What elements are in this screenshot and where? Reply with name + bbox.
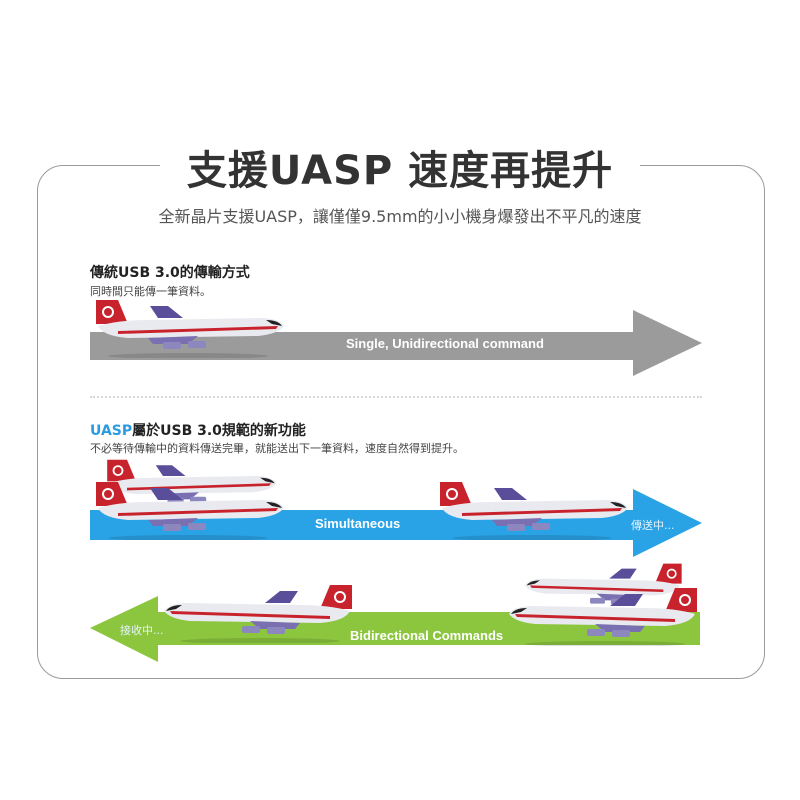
section2-heading: UASP屬於USB 3.0規範的新功能: [90, 420, 306, 440]
section1-heading: 傳統USB 3.0的傳輸方式: [90, 265, 250, 281]
section2-heading-text: 屬於USB 3.0規範的新功能: [132, 423, 306, 439]
unidirectional-label: Single, Unidirectional command: [346, 336, 544, 351]
subtitle: 全新晶片支援UASP，讓僅僅9.5mm的小小機身爆發出不平凡的速度: [158, 207, 642, 226]
bidirectional-label: Bidirectional Commands: [350, 628, 504, 643]
uasp-accent: UASP: [90, 423, 133, 439]
section2-desc: 不必等待傳輸中的資料傳送完畢，就能送出下一筆資料，速度自然得到提升。: [90, 442, 464, 455]
receiving-status: 接收中...: [120, 624, 164, 637]
unidirectional-arrow: [90, 310, 702, 376]
sending-status: 傳送中...: [631, 519, 675, 532]
section1-desc: 同時間只能傳一筆資料。: [90, 285, 211, 298]
page-title: 支援UASP 速度再提升: [160, 138, 640, 196]
simultaneous-label: Simultaneous: [315, 516, 401, 531]
simultaneous-arrow: [90, 489, 702, 557]
divider: [90, 396, 702, 398]
plane-icon: [524, 562, 683, 612]
